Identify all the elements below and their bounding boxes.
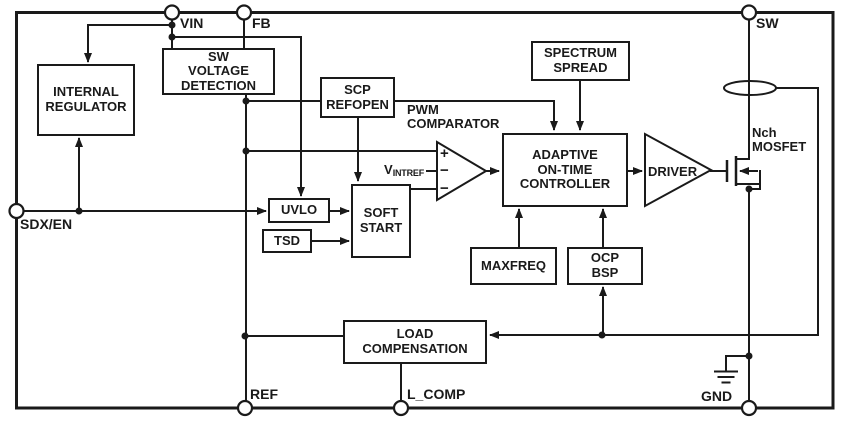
- junction-dot: [745, 352, 753, 360]
- pin-lcomp-terminal: [392, 399, 410, 417]
- junction-dot: [745, 185, 753, 193]
- pin-vin-terminal: [163, 4, 181, 21]
- block-spectrum-spread: SPECTRUM SPREAD: [531, 41, 630, 81]
- pwm-comparator-symbol: [436, 140, 488, 202]
- pin-label-sdxen: SDX/EN: [20, 216, 73, 232]
- block-ocp-bsp: OCP BSP: [567, 247, 643, 285]
- wire-vin-to-uvlo: [172, 36, 305, 197]
- driver-amp-symbol: [644, 132, 714, 208]
- comparator-minus-sign-mid: −: [440, 162, 449, 179]
- junction-dots: [75, 21, 753, 360]
- wire-sense-to-load-comp: [489, 87, 819, 339]
- pin-sdxen-terminal: [8, 202, 25, 220]
- pwm-comparator-label: PWM COMPARATOR: [407, 102, 500, 132]
- junction-dot: [75, 207, 83, 215]
- pin-ref-terminal: [236, 399, 254, 417]
- wire-to-ground-symbol: [725, 355, 749, 371]
- block-uvlo: UVLO: [268, 198, 330, 223]
- pin-label-lcomp: L_COMP: [407, 386, 466, 402]
- block-load-compensation: LOAD COMPENSATION: [343, 320, 487, 364]
- comparator-plus-sign: +: [440, 145, 449, 162]
- comparator-minus-sign-bot: −: [440, 180, 449, 197]
- nch-mosfet-label: Nch MOSFET: [752, 125, 807, 155]
- junction-dot: [168, 21, 176, 29]
- block-internal-regulator: INTERNAL REGULATOR: [37, 64, 135, 136]
- block-soft-start: SOFT START: [351, 184, 411, 258]
- junction-dot: [168, 33, 176, 41]
- block-maxfreq: MAXFREQ: [470, 247, 557, 285]
- junction-dot: [598, 331, 606, 339]
- vintref-subscript: INTREF: [392, 168, 425, 178]
- pin-label-ref: REF: [250, 386, 278, 402]
- wire-vin-to-internal-regulator: [84, 24, 172, 63]
- wire-sw-to-drain: [736, 19, 750, 160]
- pin-label-gnd: GND: [701, 388, 733, 404]
- pin-terminals: [8, 4, 758, 417]
- wires: [23, 19, 819, 401]
- junction-dot: [241, 332, 249, 340]
- pin-gnd-terminal: [740, 399, 758, 417]
- pin-label-sw: SW: [756, 15, 779, 31]
- vintref-main: V: [384, 162, 393, 177]
- vintref-label: VINTREF: [374, 162, 425, 178]
- block-scp-refopen: SCP REFOPEN: [320, 77, 395, 118]
- pin-fb-terminal: [235, 4, 253, 21]
- pin-label-fb: FB: [252, 15, 271, 31]
- junction-dot: [242, 97, 250, 105]
- wire-scp-to-controller: [395, 100, 558, 131]
- junction-dot: [242, 147, 250, 155]
- pin-sw-terminal: [740, 4, 758, 21]
- block-tsd: TSD: [262, 229, 312, 253]
- current-sense-ellipse-icon: [723, 80, 777, 96]
- block-sw-voltage-detection: SW VOLTAGE DETECTION: [162, 48, 275, 95]
- mosfet-source-wiring: [736, 170, 761, 190]
- block-adaptive-on-time-controller: ADAPTIVE ON-TIME CONTROLLER: [502, 133, 628, 207]
- driver-label: DRIVER: [648, 164, 698, 179]
- pin-label-vin: VIN: [180, 15, 204, 31]
